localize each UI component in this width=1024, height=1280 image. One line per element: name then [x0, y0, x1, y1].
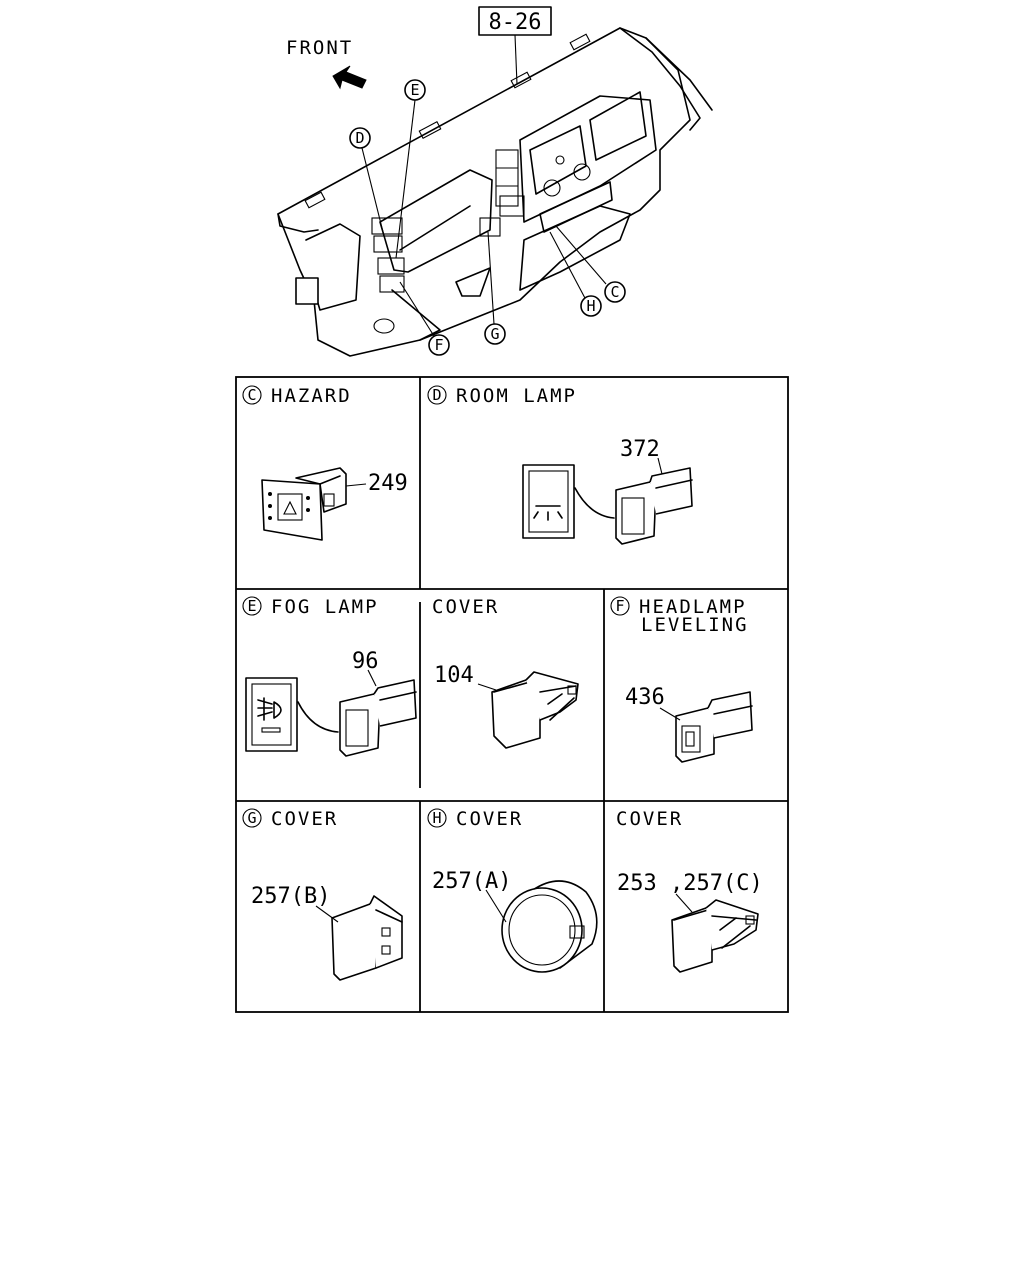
panel-hazard: C HAZARD 249: [242, 385, 408, 541]
svg-text:H: H: [586, 297, 595, 315]
part-number-249: 249: [368, 471, 408, 496]
part-number-372: 372: [620, 437, 660, 462]
part-number-257a: 257(A): [432, 869, 511, 894]
headlamp-switch-drawing: [659, 691, 753, 763]
cover-257a-drawing: [485, 880, 598, 973]
cover-104-drawing: [477, 671, 579, 749]
front-label: FRONT: [286, 37, 353, 59]
callout-e: E: [404, 79, 426, 101]
panel-headlamp-title-line2: LEVELING: [641, 614, 749, 636]
panel-room-lamp-title: ROOM LAMP: [456, 385, 577, 407]
panel-cover-g: G COVER 257(B): [242, 808, 403, 981]
panel-cover-c-title: COVER: [616, 808, 683, 830]
panel-cover-g-letter: G: [247, 809, 256, 827]
room-lamp-switch-drawing: [522, 457, 693, 545]
dashboard-overview: 8-26 FRONT: [277, 6, 713, 357]
panel-room-lamp: D ROOM LAMP 372: [427, 385, 693, 545]
hazard-switch-drawing: [261, 467, 367, 541]
cover-257c-drawing: [671, 893, 759, 973]
reference-label: 8-26: [489, 10, 542, 35]
panel-cover-h: H COVER 257(A): [427, 808, 598, 973]
panel-cover-h-title: COVER: [456, 808, 523, 830]
fog-lamp-switch-drawing: [245, 669, 417, 757]
part-number-96: 96: [352, 649, 379, 674]
panel-cover-104-title: COVER: [432, 596, 499, 618]
panel-hazard-title: HAZARD: [271, 385, 352, 407]
callout-h: H: [580, 295, 602, 317]
cover-257b-drawing: [315, 895, 403, 981]
svg-text:G: G: [490, 325, 499, 343]
parts-grid: [235, 376, 789, 1013]
room-lamp-icon: [533, 505, 563, 521]
panel-fog-lamp-letter: E: [247, 597, 256, 615]
panel-headlamp-title-line1: HEADLAMP: [639, 596, 747, 618]
svg-text:E: E: [410, 81, 419, 99]
panel-headlamp-letter: F: [615, 597, 624, 615]
panel-fog-lamp: E FOG LAMP 96: [242, 596, 417, 757]
panel-cover-h-letter: H: [432, 809, 441, 827]
callout-f: F: [428, 334, 450, 356]
part-number-104: 104: [434, 663, 474, 688]
panel-room-lamp-letter: D: [432, 386, 441, 404]
front-arrow-icon: [332, 65, 367, 90]
part-number-436: 436: [625, 685, 665, 710]
callout-c: C: [604, 281, 626, 303]
panel-hazard-letter: C: [247, 386, 256, 404]
part-number-257b: 257(B): [251, 884, 330, 909]
fog-lamp-icon: [257, 697, 282, 721]
svg-text:F: F: [434, 336, 443, 354]
svg-text:D: D: [355, 129, 364, 147]
part-number-253-257c: 253 ,257(C): [617, 871, 763, 896]
panel-cover-104: COVER 104: [432, 596, 579, 749]
panel-cover-c: COVER 253 ,257(C): [616, 808, 763, 973]
svg-text:C: C: [610, 283, 619, 301]
panel-cover-g-title: COVER: [271, 808, 338, 830]
callout-g: G: [484, 323, 506, 345]
panel-headlamp-leveling: F HEADLAMP LEVELING 436: [610, 596, 753, 763]
callout-d: D: [349, 127, 371, 149]
panel-fog-lamp-title: FOG LAMP: [271, 596, 379, 618]
